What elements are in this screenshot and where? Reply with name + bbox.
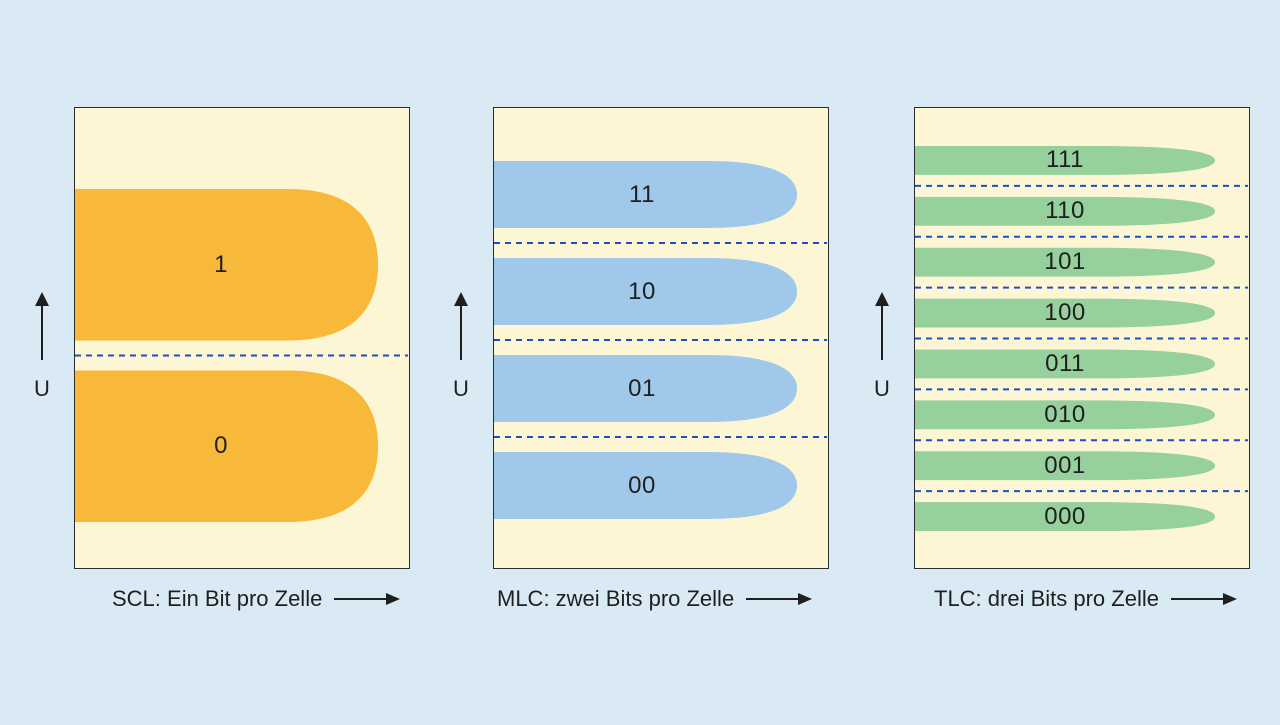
axis-mlc: U bbox=[449, 292, 473, 412]
state-label: 10 bbox=[628, 277, 656, 305]
state-distribution bbox=[915, 146, 1215, 175]
state-distribution bbox=[915, 349, 1215, 379]
state-distribution bbox=[915, 298, 1215, 328]
axis-slc: U bbox=[30, 292, 54, 412]
state-label: 000 bbox=[1044, 502, 1086, 530]
up-arrow-icon bbox=[454, 292, 468, 360]
state-label: 100 bbox=[1044, 299, 1086, 327]
panel-tlc: 111 110 101 100 011 010 001 000 bbox=[914, 107, 1250, 569]
up-arrow-icon bbox=[875, 292, 889, 360]
state-label: 11 bbox=[629, 180, 655, 208]
state-label: 00 bbox=[628, 471, 656, 499]
state-label: 001 bbox=[1044, 451, 1086, 479]
state-distribution bbox=[915, 196, 1215, 226]
panel-mlc: 11 10 01 00 bbox=[493, 107, 829, 569]
state-label: 010 bbox=[1044, 400, 1086, 428]
panel-drawing bbox=[75, 189, 408, 522]
state-label: 1 bbox=[214, 250, 228, 278]
state-distribution bbox=[915, 247, 1215, 277]
caption-slc: SCL: Ein Bit pro Zelle bbox=[112, 586, 401, 612]
panel-drawing bbox=[915, 146, 1248, 531]
state-label: 011 bbox=[1045, 349, 1085, 377]
axis-label-u: U bbox=[34, 376, 50, 401]
state-label: 110 bbox=[1045, 197, 1085, 225]
caption-tlc: TLC: drei Bits pro Zelle bbox=[934, 586, 1237, 612]
caption-text: TLC: drei Bits pro Zelle bbox=[934, 586, 1159, 611]
axis-tlc: U bbox=[870, 292, 894, 412]
state-label: 111 bbox=[1046, 146, 1084, 174]
state-distribution bbox=[915, 451, 1215, 481]
right-arrow-icon bbox=[1170, 593, 1237, 605]
state-label: 101 bbox=[1044, 248, 1086, 276]
state-distribution bbox=[494, 355, 797, 422]
right-arrow-icon bbox=[746, 593, 813, 605]
caption-mlc: MLC: zwei Bits pro Zelle bbox=[497, 586, 813, 612]
caption-text: MLC: zwei Bits pro Zelle bbox=[497, 586, 735, 611]
state-distribution bbox=[915, 400, 1215, 430]
state-label: 0 bbox=[214, 432, 228, 460]
up-arrow-icon bbox=[35, 292, 49, 360]
state-label: 01 bbox=[628, 374, 656, 402]
state-distribution bbox=[75, 189, 378, 341]
state-distribution bbox=[494, 161, 797, 228]
state-distribution bbox=[494, 452, 797, 519]
right-arrow-icon bbox=[334, 593, 401, 605]
state-distribution bbox=[494, 258, 797, 325]
axis-label-u: U bbox=[453, 376, 469, 401]
axis-label-u: U bbox=[874, 376, 890, 401]
panel-drawing bbox=[494, 161, 827, 519]
caption-text: SCL: Ein Bit pro Zelle bbox=[112, 586, 323, 611]
state-distribution bbox=[915, 502, 1215, 531]
state-distribution bbox=[75, 370, 378, 522]
